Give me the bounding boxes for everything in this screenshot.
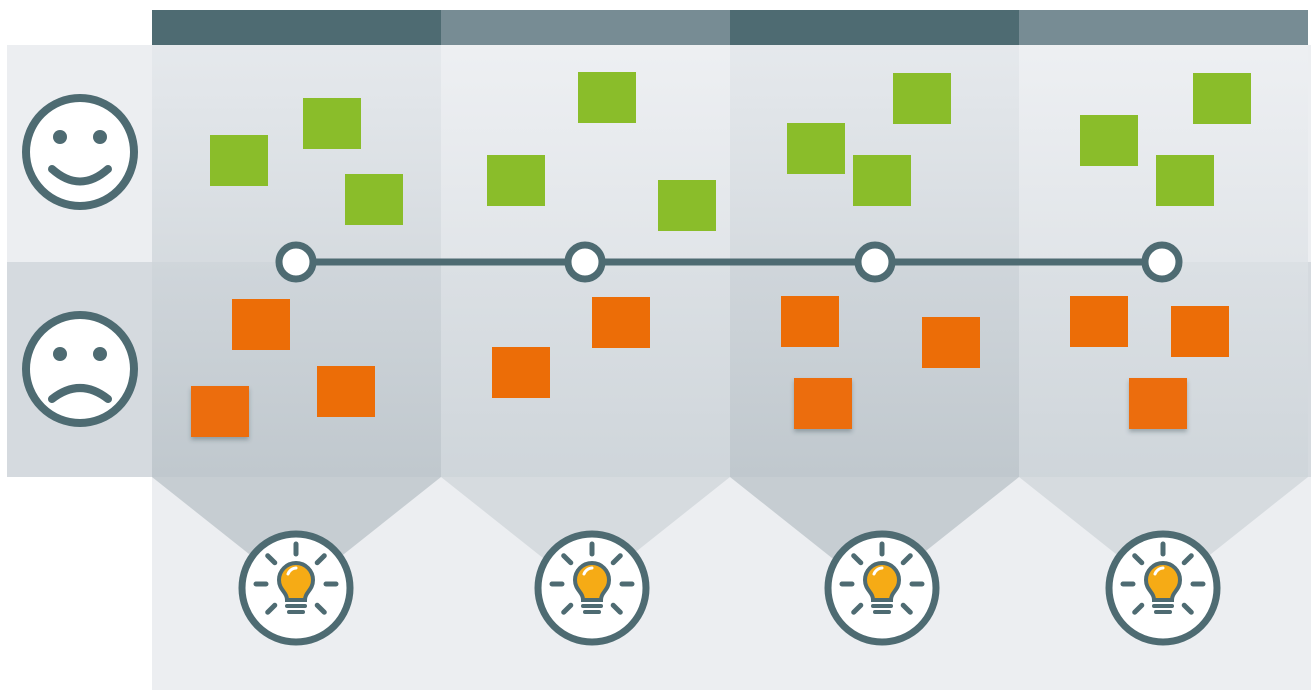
positive-sticky-note — [345, 174, 403, 225]
negative-sticky-note — [1171, 306, 1229, 357]
stage-funnel — [730, 477, 1019, 560]
negative-sticky-note — [232, 299, 290, 350]
negative-sticky-note — [592, 297, 650, 348]
milestone-node-icon — [854, 241, 896, 283]
stage-header — [1019, 10, 1308, 45]
lightbulb-idea-icon — [1105, 530, 1221, 646]
negative-sticky-note — [492, 347, 550, 398]
happy-face-icon — [22, 94, 138, 210]
lightbulb-idea-icon — [824, 530, 940, 646]
negative-sticky-note — [317, 366, 375, 417]
stage-funnel — [152, 477, 441, 560]
negative-sticky-note — [191, 386, 249, 437]
sad-face-icon — [22, 311, 138, 427]
negative-sticky-note — [1129, 378, 1187, 429]
negative-sticky-note — [1070, 296, 1128, 347]
stage-header — [441, 10, 730, 45]
stage-funnel — [1019, 477, 1308, 560]
milestone-node-icon — [1141, 241, 1183, 283]
negative-sticky-note — [794, 378, 852, 429]
positive-sticky-note — [1193, 73, 1251, 124]
lightbulb-idea-icon — [238, 530, 354, 646]
negative-sticky-note — [781, 296, 839, 347]
positive-sticky-note — [578, 72, 636, 123]
milestone-node-icon — [564, 241, 606, 283]
stage-header — [730, 10, 1019, 45]
positive-sticky-note — [1156, 155, 1214, 206]
positive-sticky-note — [1080, 115, 1138, 166]
stage-header — [152, 10, 441, 45]
positive-sticky-note — [210, 135, 268, 186]
positive-sticky-note — [787, 123, 845, 174]
positive-sticky-note — [303, 98, 361, 149]
milestone-node-icon — [275, 241, 317, 283]
lightbulb-idea-icon — [534, 530, 650, 646]
positive-sticky-note — [487, 155, 545, 206]
negative-sticky-note — [922, 317, 980, 368]
positive-sticky-note — [893, 73, 951, 124]
stage-funnel — [441, 477, 730, 560]
positive-sticky-note — [853, 155, 911, 206]
positive-sticky-note — [658, 180, 716, 231]
